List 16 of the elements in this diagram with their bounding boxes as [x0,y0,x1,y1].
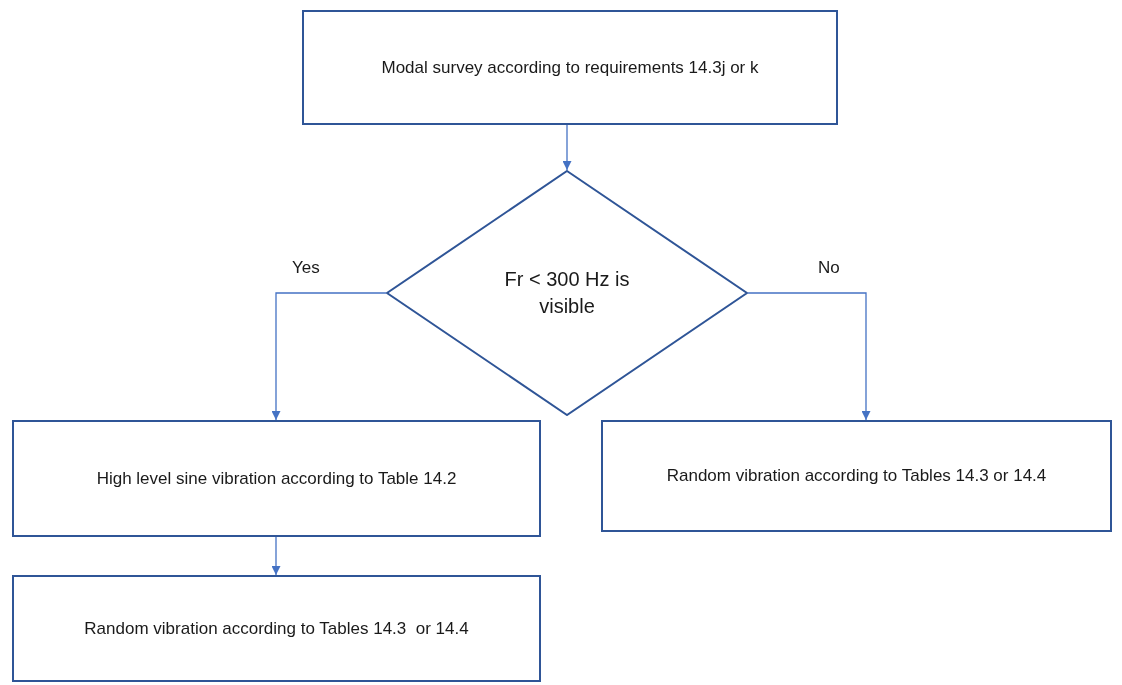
edge-label: Yes [290,259,322,276]
node-text: Random vibration according to Tables 14.3 or 14.4 [666,465,1047,488]
arrow [271,536,281,576]
arrow [271,292,387,421]
process-box [12,575,541,682]
arrow [562,124,572,171]
arrow [747,292,871,421]
node-text: Random vibration according to Tables 14.3 or 14.4 [84,617,469,640]
node-text: Fr < 300 Hz is visible [503,266,631,319]
edge-label: No [816,259,842,276]
node-text: High level sine vibration according to Table 14.2 [96,467,457,490]
process-box [12,420,541,537]
node-text: Modal survey according to requirements 14.3j or k [381,56,759,79]
decision-diamond [386,170,748,416]
process-box [601,420,1112,532]
process-box [302,10,838,125]
